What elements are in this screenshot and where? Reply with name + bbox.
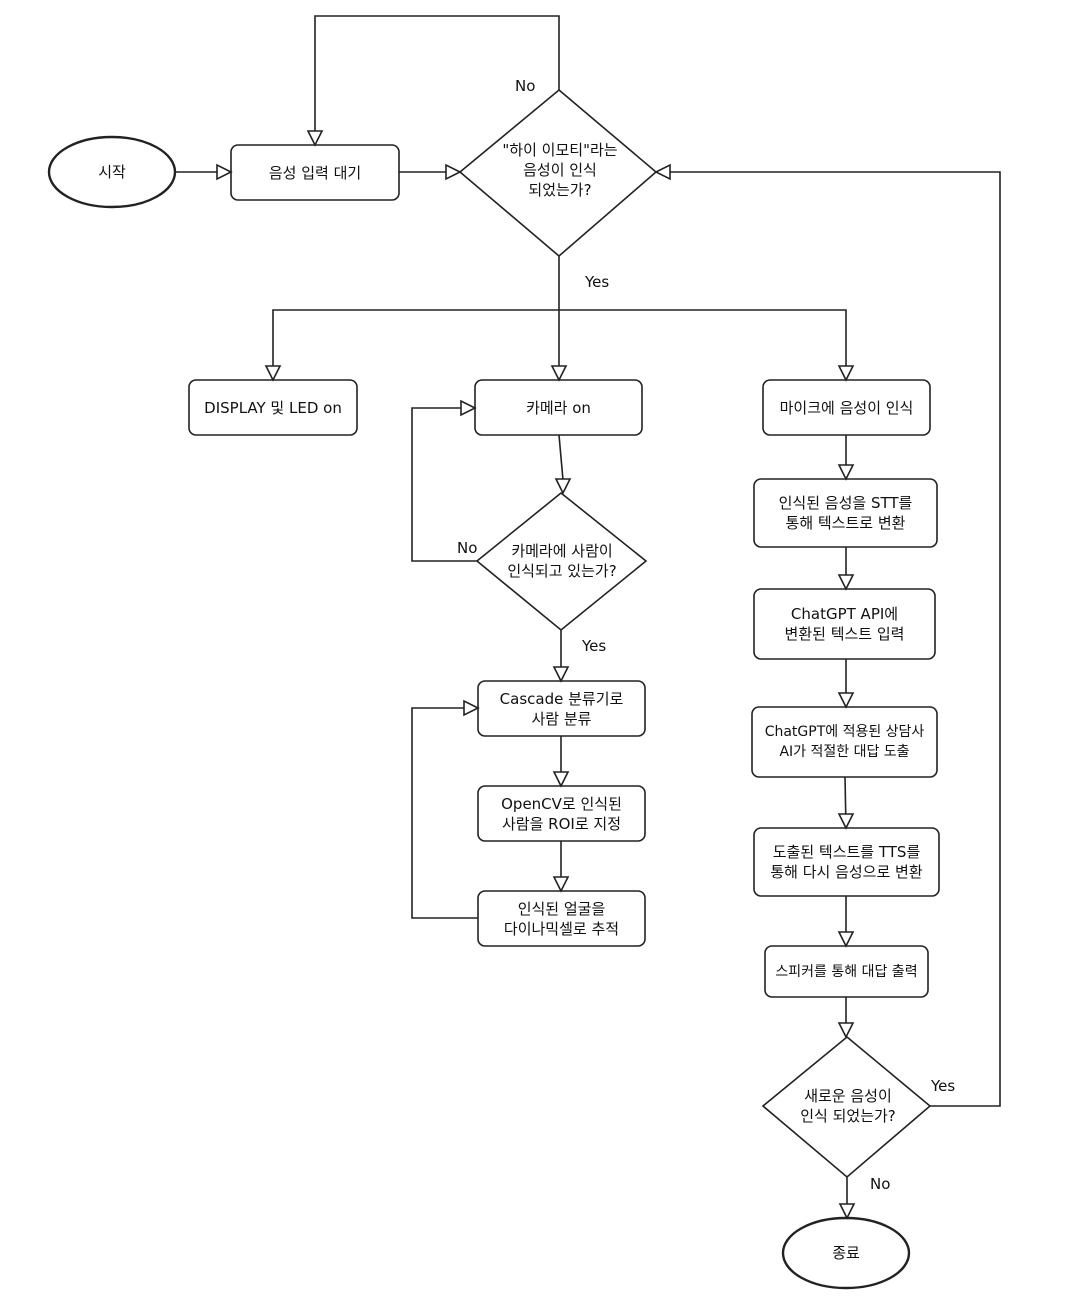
start-label: 시작 — [49, 137, 175, 207]
node-text: 스피커를 통해 대답 출력 — [775, 962, 917, 982]
mic-label: 마이크에 음성이 인식 — [763, 380, 930, 435]
node-text-line: 통해 다시 음성으로 변환 — [770, 863, 923, 881]
node-text-line: 사람 분류 — [531, 709, 592, 728]
connectors — [175, 15, 1001, 1218]
wake-yes-label: Yes — [585, 273, 610, 291]
speaker-label: 스피커를 통해 대답 출력 — [765, 946, 928, 997]
gpt-out-box — [751, 706, 938, 778]
arrowheads — [216, 130, 856, 1220]
person-no-label: No — [457, 539, 478, 557]
node-text-line: 새로운 음성이 — [804, 1087, 892, 1105]
person-yes-label: Yes — [582, 637, 607, 655]
node-text-line: 종료 — [832, 1244, 860, 1262]
node-text-line: 사람을 ROI로 지정 — [502, 814, 621, 833]
camera-label: 카메라 on — [475, 380, 642, 435]
node-text-line: 카메라에 사람이 — [511, 542, 613, 560]
node-text-line: 음성 입력 대기 — [268, 163, 362, 182]
node-text-line: AI가 적절한 대답 도출 — [779, 744, 910, 760]
node-text-line: 인식되고 있는가? — [507, 562, 617, 580]
node-text: 시작 — [98, 162, 126, 182]
end-label: 종료 — [783, 1218, 909, 1288]
gpt-in-box — [753, 588, 936, 660]
node-text: 종료 — [832, 1243, 860, 1263]
display-label: DISPLAY 및 LED on — [189, 380, 357, 435]
node-text-line: 인식 되었는가? — [800, 1107, 896, 1125]
node-text-line: 음성이 인식 — [523, 161, 597, 179]
node-text-line: 인식된 얼굴을 — [517, 899, 606, 918]
node-text-line: 스피커를 통해 대답 출력 — [775, 963, 918, 980]
node-text: DISPLAY 및 LED on — [204, 398, 342, 418]
node-text-line: 마이크에 음성이 인식 — [779, 398, 914, 417]
node-text-line: 카메라 on — [526, 398, 591, 417]
node-text-line: ChatGPT에 적용된 상담사 — [764, 724, 925, 740]
node-text-line: Cascade 분류기로 — [499, 689, 624, 708]
node-text: 마이크에 음성이 인식 — [780, 398, 914, 418]
node-text: 음성 입력 대기 — [269, 163, 361, 183]
node-text-line: 인식된 음성을 STT를 — [778, 494, 913, 512]
node-text-line: 변환된 텍스트 입력 — [784, 625, 905, 643]
node-text-line: 도출된 텍스트를 TTS를 — [772, 843, 921, 861]
node-text-line: OpenCV로 인식된 — [501, 794, 622, 813]
node-text: ChatGPT에 적용된 상담사 AI가 적절한 대답 도출 — [765, 722, 925, 762]
node-text-line: ChatGPT API에 — [790, 605, 899, 623]
new-voice-no-label: No — [870, 1175, 891, 1193]
node-text-line: 다이나믹셀로 추적 — [503, 919, 620, 938]
node-text-line: 통해 텍스트로 변환 — [785, 514, 906, 532]
node-text-line: "하이 이모티"라는 — [502, 141, 618, 159]
node-text-line: 되었는가? — [528, 181, 592, 199]
wait-label: 음성 입력 대기 — [231, 145, 399, 200]
node-text: 카메라 on — [526, 398, 591, 418]
wake-no-label: No — [515, 77, 536, 95]
gpt-out-label: ChatGPT에 적용된 상담사 AI가 적절한 대답 도출 — [752, 707, 937, 777]
node-text-line: DISPLAY 및 LED on — [204, 398, 342, 417]
end-terminal — [781, 1216, 911, 1290]
node-text-line: 시작 — [98, 163, 126, 181]
new-voice-yes-label: Yes — [931, 1077, 956, 1095]
